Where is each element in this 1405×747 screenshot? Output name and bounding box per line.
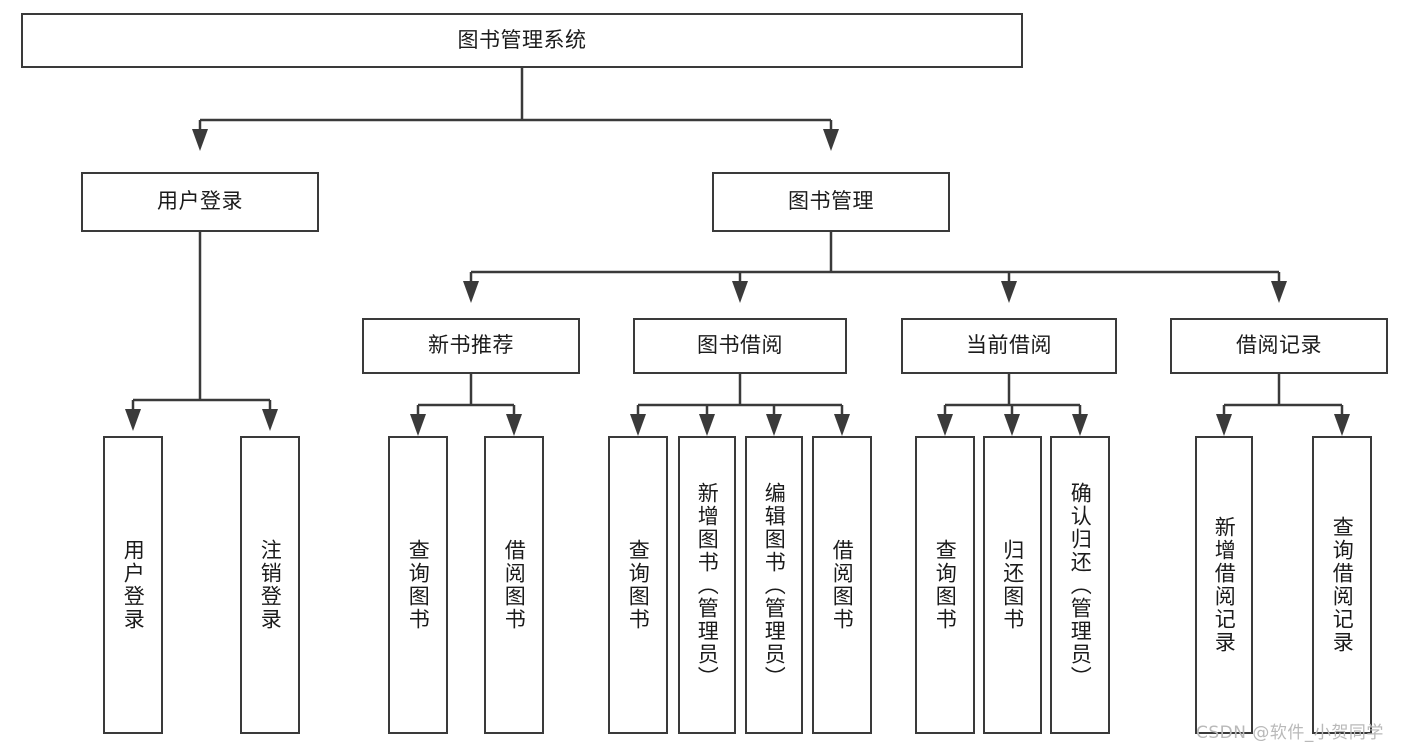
node-label: 图书借阅 (697, 333, 783, 358)
node-borrow-record[interactable]: 借阅记录 (1170, 318, 1388, 374)
node-label: 新增借阅记录 (1212, 516, 1237, 654)
edge-arrowhead-bookmanage-to-level2-2 (1001, 281, 1017, 303)
node-leaf-confirm-return[interactable]: 确认归还（管理员） (1050, 436, 1110, 734)
node-leaf-query-book-3[interactable]: 查询图书 (915, 436, 975, 734)
node-book-borrow[interactable]: 图书借阅 (633, 318, 847, 374)
node-label: 查询图书 (406, 539, 431, 631)
node-label: 新增图书（管理员） (695, 481, 720, 689)
node-label: 查询图书 (933, 539, 958, 631)
node-new-book-rec[interactable]: 新书推荐 (362, 318, 580, 374)
node-label: 借阅图书 (830, 539, 855, 631)
edge-arrowhead-current-to-leaves-2 (1072, 414, 1088, 436)
node-label: 借阅图书 (502, 539, 527, 631)
node-user-login[interactable]: 用户登录 (81, 172, 319, 232)
edge-arrowhead-borrow-to-leaves-2 (766, 414, 782, 436)
node-label: 归还图书 (1000, 539, 1025, 631)
node-leaf-query-record[interactable]: 查询借阅记录 (1312, 436, 1372, 734)
node-label: 新书推荐 (428, 333, 514, 358)
watermark-label: CSDN @软件_小贺同学 (1196, 723, 1384, 743)
edge-arrowhead-root-to-level1-1 (823, 129, 839, 151)
node-label: 借阅记录 (1236, 333, 1322, 358)
edge-arrowhead-record-to-leaves-0 (1216, 414, 1232, 436)
node-label: 确认归还（管理员） (1068, 481, 1093, 689)
node-leaf-return-book[interactable]: 归还图书 (983, 436, 1042, 734)
edge-arrowhead-borrow-to-leaves-1 (699, 414, 715, 436)
node-label: 注销登录 (258, 539, 283, 631)
edge-arrowhead-bookmanage-to-level2-0 (463, 281, 479, 303)
edge-arrowhead-borrow-to-leaves-3 (834, 414, 850, 436)
node-label: 图书管理系统 (457, 27, 587, 52)
node-leaf-edit-book[interactable]: 编辑图书（管理员） (745, 436, 803, 734)
node-leaf-logout[interactable]: 注销登录 (240, 436, 300, 734)
node-leaf-borrow-book-2[interactable]: 借阅图书 (812, 436, 872, 734)
node-label: 图书管理 (788, 189, 874, 214)
node-root[interactable]: 图书管理系统 (21, 13, 1023, 68)
node-book-manage[interactable]: 图书管理 (712, 172, 950, 232)
node-label: 查询图书 (626, 539, 651, 631)
edge-arrowhead-record-to-leaves-1 (1334, 414, 1350, 436)
edge-arrowhead-userlogin-to-leaves-0 (125, 409, 141, 431)
node-leaf-add-record[interactable]: 新增借阅记录 (1195, 436, 1253, 734)
node-label: 用户登录 (121, 539, 146, 631)
edge-arrowhead-bookmanage-to-level2-3 (1271, 281, 1287, 303)
node-label: 用户登录 (157, 189, 243, 214)
node-label: 查询借阅记录 (1330, 516, 1355, 654)
edge-arrowhead-current-to-leaves-0 (937, 414, 953, 436)
edge-arrowhead-root-to-level1-0 (192, 129, 208, 151)
edge-arrowhead-bookmanage-to-level2-1 (732, 281, 748, 303)
node-leaf-add-book[interactable]: 新增图书（管理员） (678, 436, 736, 734)
edge-arrowhead-newbook-to-leaves-0 (410, 414, 426, 436)
edge-arrowhead-current-to-leaves-1 (1004, 414, 1020, 436)
node-label: 编辑图书（管理员） (762, 481, 787, 689)
node-leaf-user-login[interactable]: 用户登录 (103, 436, 163, 734)
edge-arrowhead-borrow-to-leaves-0 (630, 414, 646, 436)
node-label: 当前借阅 (966, 333, 1052, 358)
node-leaf-query-book-2[interactable]: 查询图书 (608, 436, 668, 734)
node-leaf-query-book-1[interactable]: 查询图书 (388, 436, 448, 734)
node-leaf-borrow-book-1[interactable]: 借阅图书 (484, 436, 544, 734)
edge-arrowhead-newbook-to-leaves-1 (506, 414, 522, 436)
node-current-borrow[interactable]: 当前借阅 (901, 318, 1117, 374)
edge-arrowhead-userlogin-to-leaves-1 (262, 409, 278, 431)
